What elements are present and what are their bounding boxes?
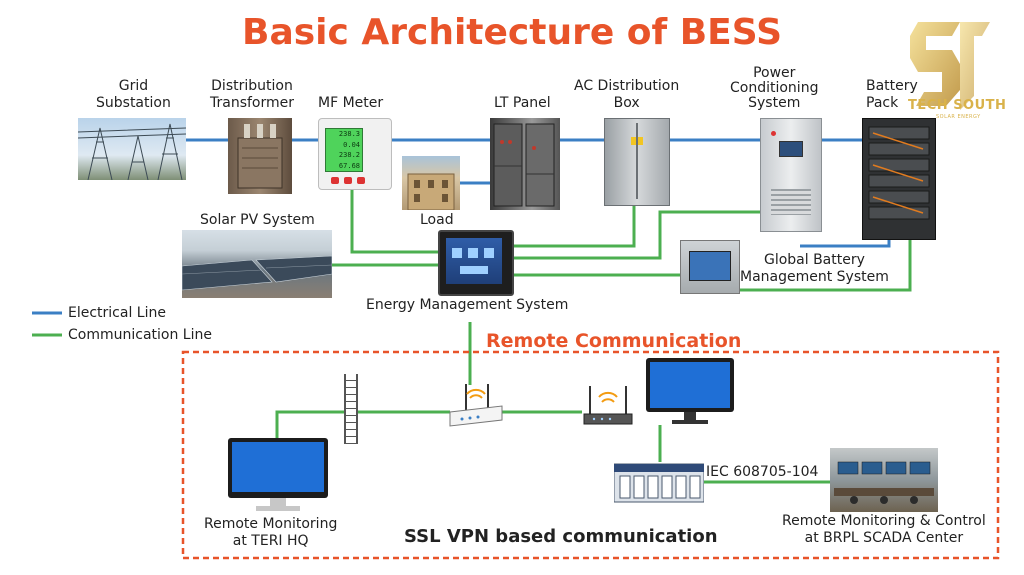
load-image bbox=[402, 156, 460, 210]
pcs-display bbox=[779, 141, 803, 157]
label-ac-distribution-box: AC Distribution Box bbox=[574, 78, 680, 111]
control-room-icon bbox=[834, 461, 934, 504]
legend-electrical-label: Electrical Line bbox=[68, 305, 166, 321]
wifi-router-center bbox=[448, 380, 504, 428]
acdb-door-divider bbox=[636, 123, 638, 199]
solar-pv-system-image bbox=[182, 230, 332, 298]
distribution-transformer-image bbox=[228, 118, 292, 194]
label-mf-meter: MF Meter bbox=[318, 95, 384, 111]
remote-communication-title: Remote Communication bbox=[486, 330, 742, 352]
building-icon bbox=[407, 173, 455, 210]
tech-south-logo: TECH SOUTH SOLAR ENERGY bbox=[880, 14, 1020, 124]
meter-button-3 bbox=[357, 177, 365, 184]
logo-emblem-icon bbox=[910, 22, 990, 110]
energy-management-system-image bbox=[438, 230, 514, 296]
meter-reading-2: 0.04 bbox=[343, 140, 360, 149]
gbms-screen bbox=[689, 251, 731, 281]
lt-panel-image bbox=[490, 118, 560, 210]
rtu-plc-device bbox=[613, 460, 705, 504]
label-ssl-vpn: SSL VPN based communication bbox=[404, 526, 718, 547]
ems-screen bbox=[446, 238, 502, 284]
label-battery-pack: Battery Pack bbox=[866, 78, 918, 111]
label-remote-monitoring-brpl: Remote Monitoring & Control at BRPL SCAD… bbox=[782, 513, 986, 546]
wifi-router-icon bbox=[583, 386, 633, 425]
substation-tower-icon bbox=[78, 123, 186, 180]
pcs-indicator bbox=[771, 131, 776, 136]
wifi-router-right bbox=[582, 384, 634, 428]
power-conditioning-system-image bbox=[760, 118, 822, 232]
meter-button-1 bbox=[331, 177, 339, 184]
global-battery-management-system-image bbox=[680, 240, 740, 294]
lt-panel-icon bbox=[493, 123, 555, 207]
comm-line-pcs-ems bbox=[510, 210, 760, 260]
label-remote-monitoring-teri: Remote Monitoring at TERI HQ bbox=[204, 516, 338, 549]
meter-button-2 bbox=[344, 177, 352, 184]
meter-reading-1: 238.3 bbox=[338, 130, 360, 138]
grid-substation-image bbox=[78, 118, 186, 180]
label-power-conditioning-system: Power Conditioning System bbox=[730, 65, 819, 111]
transformer-icon bbox=[237, 124, 283, 189]
comm-line-meter-ems bbox=[350, 188, 438, 254]
label-distribution-transformer: Distribution Transformer bbox=[210, 78, 295, 111]
ems-dashboard-icon bbox=[452, 248, 494, 274]
label-lt-panel: LT Panel bbox=[494, 95, 551, 111]
scada-center-image bbox=[830, 448, 938, 512]
meter-reading-4: 67.68 bbox=[338, 161, 360, 170]
comm-line-teri-router bbox=[275, 410, 450, 440]
logo-subtext: SOLAR ENERGY bbox=[936, 114, 981, 120]
logo-text: TECH SOUTH bbox=[908, 98, 1007, 113]
meter-display: 238.3 0.04 238.2 67.68 bbox=[325, 128, 363, 172]
antenna-mast bbox=[344, 374, 358, 444]
label-iec-protocol: IEC 608705-104 bbox=[706, 464, 819, 480]
meter-reading-3: 238.2 bbox=[338, 151, 360, 159]
monitor-icon bbox=[646, 358, 734, 424]
label-load: Load bbox=[420, 212, 454, 228]
label-solar-pv-system: Solar PV System bbox=[200, 212, 315, 228]
solar-panel-icon bbox=[182, 255, 332, 291]
page-title: Basic Architecture of BESS bbox=[242, 12, 782, 53]
ac-distribution-box-image bbox=[604, 118, 670, 206]
label-grid-substation: Grid Substation bbox=[96, 78, 171, 111]
plc-rack-icon bbox=[613, 463, 705, 503]
battery-rack-icon bbox=[868, 126, 930, 220]
monitor-icon bbox=[228, 438, 328, 511]
wifi-router-icon bbox=[449, 384, 503, 427]
comm-line-acdb-ems bbox=[510, 205, 636, 248]
pcs-vent bbox=[771, 189, 811, 215]
teri-monitor bbox=[226, 436, 330, 514]
mf-meter-device: 238.3 0.04 238.2 67.68 bbox=[318, 118, 392, 190]
label-energy-management-system: Energy Management System bbox=[366, 297, 569, 313]
legend-communication-label: Communication Line bbox=[68, 327, 212, 343]
scada-monitor bbox=[644, 356, 736, 426]
battery-pack-image bbox=[862, 118, 936, 240]
label-global-battery-management-system: Global Battery Management System bbox=[740, 252, 889, 285]
